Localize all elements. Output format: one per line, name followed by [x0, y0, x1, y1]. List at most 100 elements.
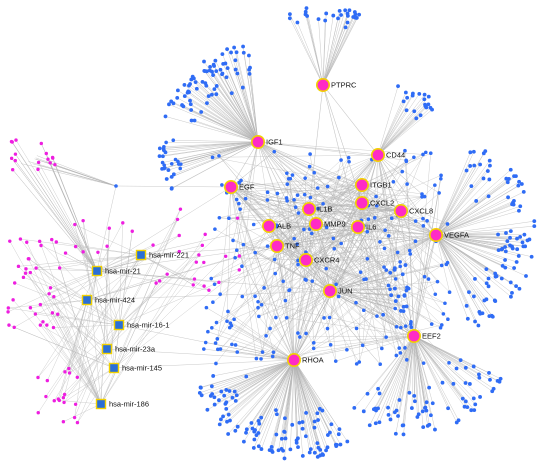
edge-hsa-mir-145-target	[106, 246, 115, 369]
target-node-vegfa	[532, 224, 537, 229]
edge-egf-jun	[230, 186, 331, 292]
mirna-target-node	[44, 151, 48, 156]
target-node	[209, 276, 214, 281]
target-node-vegfa	[477, 310, 482, 314]
edge-igf1-target	[214, 88, 259, 143]
target-node-igf1	[182, 83, 187, 87]
hub-gene-node-alb[interactable]	[261, 219, 276, 234]
target-node-eef2	[377, 420, 382, 425]
target-node	[395, 250, 400, 255]
target-node	[292, 197, 296, 202]
hub-gene-node-cxcr4[interactable]	[298, 253, 313, 268]
mirna-node-hsa-mir-145[interactable]	[108, 362, 120, 374]
target-node	[215, 337, 220, 341]
edge-rhoa-target	[293, 281, 438, 361]
edge-vegfa-target	[356, 234, 437, 329]
hub-gene-node-il1b[interactable]	[301, 202, 316, 217]
target-node	[234, 197, 239, 202]
hub-gene-node-cd44[interactable]	[370, 148, 385, 163]
target-node-vegfa	[503, 265, 508, 270]
edge-vegfa-target	[435, 206, 521, 236]
hub-gene-node-cxcl8[interactable]	[393, 204, 408, 219]
hub-gene-node-ptprc[interactable]	[315, 78, 330, 93]
target-node-igf1	[161, 166, 166, 171]
edge-rhoa-target	[276, 359, 295, 435]
target-node-jun	[392, 286, 397, 291]
target-node-rhoa	[274, 408, 278, 413]
edge-rhoa-target	[284, 359, 295, 459]
edge-jun-target	[329, 281, 438, 292]
mirna-node-hsa-mir-221[interactable]	[135, 249, 147, 261]
edge-il1b-cxcl8	[308, 208, 402, 212]
mirna-node-hsa-mir-23a[interactable]	[101, 343, 113, 355]
target-node	[214, 320, 219, 325]
edge-vegfa-target	[435, 197, 509, 236]
target-node-igf1	[224, 75, 229, 80]
edge-vegfa-target	[367, 234, 437, 259]
target-node-vegfa	[494, 274, 499, 279]
hub-gene-node-rhoa[interactable]	[286, 352, 301, 367]
hub-gene-node-vegfa[interactable]	[428, 228, 443, 243]
edge-ptprc-target	[322, 22, 348, 86]
edge-eef2-target	[317, 187, 415, 337]
edge-igf1-target	[173, 140, 259, 143]
hub-gene-node-il6[interactable]	[350, 220, 365, 235]
target-node-rhoa	[334, 442, 339, 447]
target-node	[114, 184, 118, 188]
target-node-igf1	[214, 84, 219, 88]
edge-rhoa-target	[293, 265, 442, 361]
target-node-igf1	[241, 50, 246, 55]
target-node	[265, 244, 270, 248]
edge-igf1-target	[162, 141, 259, 163]
mirna-node-hsa-mir-16-1[interactable]	[113, 319, 125, 331]
target-node	[444, 262, 449, 267]
hub-gene-node-itgb1[interactable]	[354, 178, 369, 193]
edge-eef2-target	[293, 335, 415, 356]
mirna-node-hsa-mir-21[interactable]	[91, 265, 103, 277]
hub-gene-node-egf[interactable]	[224, 180, 239, 195]
target-node-vegfa	[510, 202, 514, 207]
edge-il1b-il6	[308, 208, 359, 228]
target-node	[409, 320, 413, 324]
mirna-node-hsa-mir-424[interactable]	[81, 294, 93, 306]
edge-rhoa-target	[237, 359, 295, 427]
edge-hsa-mir-424-target	[86, 235, 180, 301]
mirna-target-node	[26, 257, 31, 261]
edge-il1b-target	[308, 208, 314, 349]
target-node-ptprc	[352, 10, 357, 14]
mirna-target-node	[192, 277, 197, 281]
mirna-node-hsa-mir-186[interactable]	[95, 398, 107, 410]
target-node	[265, 198, 270, 202]
target-node-rhoa	[209, 384, 214, 389]
edge-vegfa-target	[435, 232, 506, 236]
mirna-target-node	[50, 311, 55, 315]
edge-cxcr4-target	[257, 259, 307, 308]
edge-hsa-mir-186-target	[82, 220, 102, 405]
target-node-vegfa	[512, 266, 516, 270]
target-node-rhoa	[204, 305, 209, 310]
edge-rhoa-target	[293, 359, 319, 421]
edge-hsa-mir-424-target	[69, 299, 88, 374]
hub-gene-node-tnf[interactable]	[269, 239, 284, 254]
target-node-cd44	[403, 90, 408, 95]
hub-gene-node-eef2[interactable]	[406, 328, 421, 343]
hub-gene-label-il1b: IL1B	[317, 205, 332, 214]
target-node	[295, 193, 300, 197]
edge-igf1-jun	[257, 141, 331, 292]
target-node-vegfa	[487, 158, 492, 163]
target-node-igf1	[233, 58, 238, 63]
hub-gene-node-jun[interactable]	[322, 283, 337, 298]
edge-eef2-target	[413, 335, 416, 402]
target-node	[251, 222, 256, 227]
hub-gene-node-mmp9[interactable]	[308, 217, 323, 232]
edge-igf1-target	[189, 83, 259, 143]
target-node-rhoa	[304, 411, 308, 415]
edge-vegfa-target	[435, 234, 508, 242]
edge-ptprc-target	[322, 15, 334, 86]
target-node-igf1	[247, 71, 252, 76]
target-node	[256, 305, 260, 310]
hub-gene-node-cxcl2[interactable]	[354, 196, 369, 211]
target-node	[331, 236, 336, 241]
hub-gene-node-igf1[interactable]	[251, 135, 266, 150]
mirna-target-node	[67, 366, 71, 371]
